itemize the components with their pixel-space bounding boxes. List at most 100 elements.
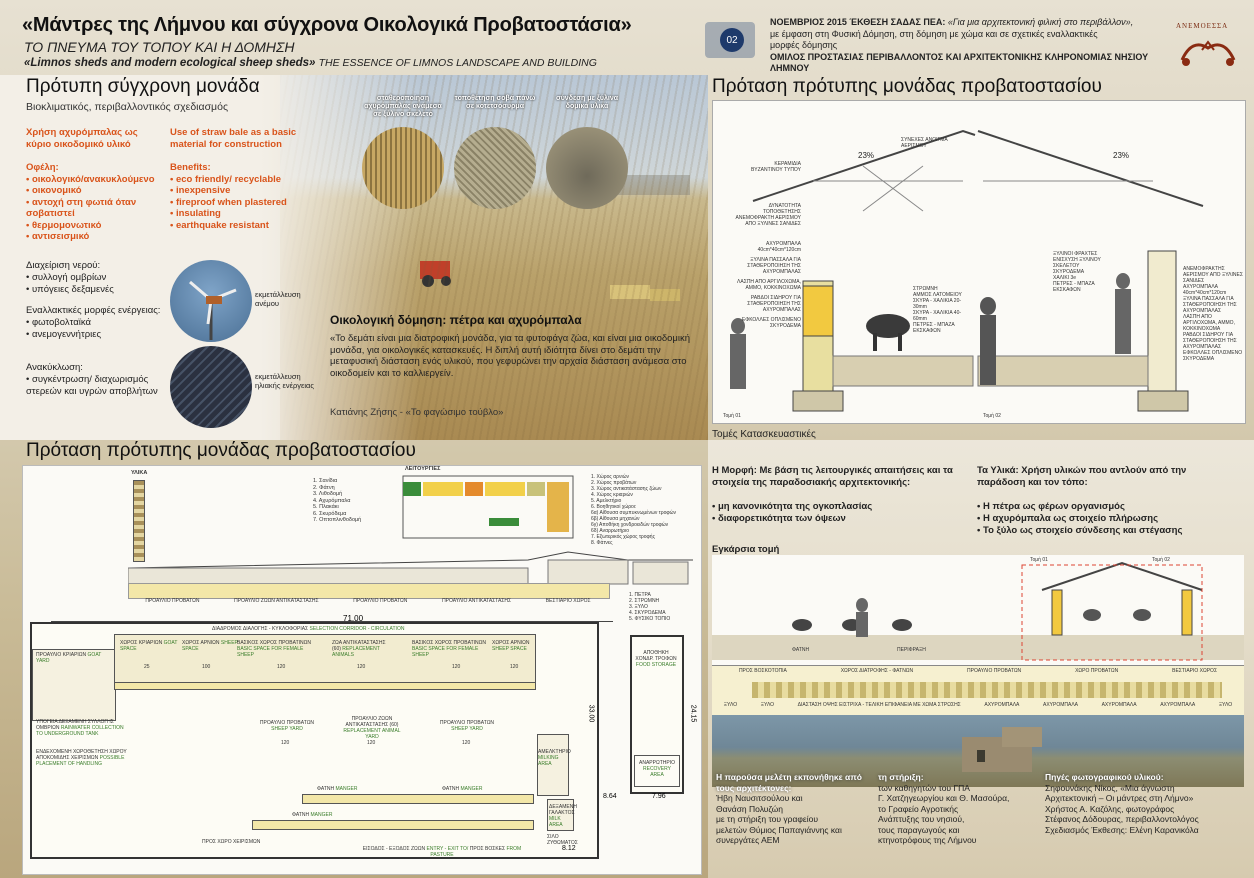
poster-title: «Μάντρες της Λήμνου και σύγχρονα Οικολογ… [22, 14, 632, 36]
room-label-4: ΖΩΑ ΑΝΤΙΚΑΤΑΣΤΑΣΗΣ (60) REPLACEMENT ANIM… [332, 640, 386, 658]
straw-gr: Χρήση αχυρόμπαλας ως κύριο οικοδομικό υλ… [26, 127, 138, 150]
roof-angle-left: 23% [858, 151, 875, 160]
section-labels-mid: ΣΤΡΩΜΝΗ ΑΜΜΟΣ ΛΑΤΟΜΕΙΟΥ ΣΚΥΡΑ - ΧΑΛΙΚΙΑ … [913, 286, 962, 334]
ecological-building-title: Οικολογική δόμηση: πέτρα και αχυρόμπαλα [330, 313, 582, 327]
manger-label-3: ΦΑΤΝΗ MANGER [442, 786, 483, 792]
room-count-3: 120 [277, 664, 286, 670]
manger-2 [252, 820, 534, 830]
to-handling-label: ΠΡΟΣ ΧΩΡΟ ΧΕΙΡΙΣΜΩΝ [202, 839, 261, 845]
room-count-6: 120 [510, 664, 519, 670]
solar-caption: εκμετάλλευση ηλιακής ενέργειας [255, 372, 314, 390]
yard-label-3: ΠΡΟΑΥΛΙΟ ΠΡΟΒΑΤΩΝ SHEEP YARD [439, 720, 495, 732]
straw-en: Use of straw bale as a basic material fo… [170, 127, 297, 150]
functions-plan [402, 475, 574, 539]
wind-caption: εκμετάλλευση ανέμου [255, 290, 301, 308]
section-labels-far: ΑΝΕΜΟΦΡΑΚΤΗΣ ΑΕΡΙΣΜΟΥ ΑΠΟ ΞΥΛΙΝΕΣ ΣΑΝΙΔΕ… [1183, 266, 1243, 362]
wood-connection-photo [546, 127, 628, 209]
xsec-tomi01: Τομή 01 [1030, 557, 1048, 563]
solar-panel-photo [170, 346, 252, 428]
wind-turbine-photo [170, 260, 252, 342]
functions-label: ΛΕΙΤΟΥΡΓΙΕΣ [405, 466, 441, 472]
construction-sections-drawing: 23% 23% Τομή 01 Τομή 02 ΚΕΡΑΜΙΔΙΑ ΒΥΖΑΝΤ… [712, 100, 1246, 424]
manger-strip-top [114, 682, 536, 690]
sections-caption: Τομές Κατασκευαστικές [712, 429, 816, 440]
plaster-photo [454, 127, 536, 209]
section-labels-left: ΚΕΡΑΜΙΔΙΑ ΒΥΖΑΝΤΙΝΟΥ ΤΥΠΟΥ ΔΥΝΑΤΟΤΗΤΑ ΤΟ… [735, 161, 801, 329]
xsec-tomi02: Τομή 02 [1152, 557, 1170, 563]
room-label-6: ΧΩΡΟΣ ΑΡΝΙΩΝ SHEEP SPACE [492, 640, 530, 652]
benefits-gr-list: Οφέλη: • οικολογικό/ανακυκλούμενο • οικο… [26, 162, 155, 242]
materials-key: 1. ΠΕΤΡΑ 2. ΣΤΡΩΜΝΗ 3. ΞΥΛΟ 4. ΣΚΥΡΟΔΕΜΑ… [629, 592, 671, 622]
left-panel-title: Πρότυπη σύγχρονη μονάδα [26, 76, 260, 97]
energy-forms: Εναλλακτικές μορφές ενέργειας: • φωτοβολ… [26, 305, 161, 340]
ecological-building-text: «Το δεμάτι είναι μια διατροφική μονάδα, … [330, 333, 691, 379]
room-label-2: ΧΩΡΟΣ ΑΡΝΙΩΝ SHEEP SPACE [182, 640, 238, 652]
page-number-badge: 02 [720, 28, 744, 52]
left-panel-subtitle: Βιοκλιματικός, περιβαλλοντικός σχεδιασμό… [26, 101, 229, 113]
materials-band [128, 583, 610, 599]
plan-strip: ΠΡΟΣ ΒΟΣΚΟΤΟΠΙΑ ΧΩΡΟΣ ΔΙΑΤΡΟΦΗΣ - ΦΑΤΝΩΝ… [712, 665, 1244, 717]
logo-text: ΑΝΕΜΟΕΣΣΑ [1176, 22, 1229, 30]
room-label-3: ΒΑΣΙΚΟΣ ΧΩΡΟΣ ΠΡΟΒΑΤΙΝΩΝ BASIC SPACE FOR… [237, 640, 312, 658]
form-section: Η Μορφή: Με βάση τις λειτουργικές απαιτή… [712, 465, 953, 524]
plan-strip-top-labels: ΠΡΟΣ ΒΟΣΚΟΤΟΠΙΑ ΧΩΡΟΣ ΔΙΑΤΡΟΦΗΣ - ΦΑΤΝΩΝ… [738, 668, 1218, 674]
recovery-room [634, 755, 680, 787]
dimension-a: 8.64 [603, 793, 617, 800]
cross-section-drawing: Τομή 01 Τομή 02 ΦΑΤΝΗ ΠΕΡΙΦΡΑΞΗ [712, 555, 1244, 665]
milk-tank [547, 799, 574, 831]
goat-yard-label: ΠΡΟΑΥΛΙΟ ΚΡΙΑΡΙΩΝ GOAT YARD [36, 652, 102, 664]
room-count-1: 25 [144, 664, 150, 670]
milk-label: ΔΕΞΑΜΕΝΗ ΓΑΛΑΚΤΟΣ MILK AREA [549, 804, 577, 828]
elevation-drawing [128, 551, 693, 585]
manger-1 [302, 794, 534, 804]
milking-area [537, 734, 569, 796]
recovery-label: ΑΝΑΡΡΩΤΗΡΙΟ RECOVERY AREA [639, 760, 675, 778]
poster-title-en: «Limnos sheds and modern ecological shee… [24, 57, 597, 69]
room-goat [32, 649, 116, 721]
yard-count-3: 120 [462, 740, 471, 746]
straw-frame-photo [362, 127, 444, 209]
benefits-en-list: Benefits: • eco friendly/ recyclable • i… [170, 162, 287, 231]
section-label-vent: ΣΥΝΕΧΕΣ ΑΝΟΙΓΜΑ ΑΕΡΙΣΜΟΥ [901, 137, 948, 149]
photo-caption-1: σταθεροποίηση αχυρόμπαλας ανάμεσα σε ξύλ… [364, 95, 442, 118]
dimension-depth: 33.00 [587, 704, 595, 723]
handling-label: ΕΝΔΕΧΟΜΕΝΗ ΧΩΡΟΘΕΤΗΣΗ ΧΩΡΟΥ ΑΠΟΚΟΜΙΔΗΣ Χ… [36, 749, 127, 767]
photo-caption-2: τοποθέτηση σοβά πάνω σε κοτετσόσυρμα [454, 95, 536, 110]
credits-photo-sources: Πηγές φωτογραφικού υλικού: Σηφουνάκης Νί… [1045, 772, 1199, 835]
poster-subtitle-gr: ΤΟ ΠΝΕΥΜΑ ΤΟΥ ΤΟΠΟΥ ΚΑΙ Η ΔΟΜΗΣΗ [24, 39, 295, 55]
materials-list: 1. Σανίδια 2. Φάτνη 3. Λιθοδομή 4. Αχυρό… [313, 478, 362, 523]
elevation-strip-labels: ΠΡΟΑΥΛΙΟ ΠΡΟΒΑΤΩΝ ΠΡΟΑΥΛΙΟ ΖΩΩΝ ΑΝΤΙΚΑΤΑ… [145, 598, 591, 604]
dimension-line [51, 621, 613, 622]
materials-label: ΥΛΙΚΑ [131, 470, 148, 476]
room-count-4: 120 [357, 664, 366, 670]
recycling: Ανακύκλωση: • συγκέντρωση/ διαχωρισμός σ… [26, 362, 158, 397]
xsec-fence-label: ΠΕΡΙΦΡΑΞΗ [897, 647, 926, 653]
exhibition-info: ΝΟΕΜΒΡΙΟΣ 2015 ΈΚΘΕΣΗ ΣΑΔΑΣ ΠΕΑ: «Για μι… [770, 17, 1149, 73]
materials-section: Τα Υλικά: Χρήση υλικών που αντλούν από τ… [977, 465, 1187, 536]
plan-strip-bottom-labels: ΞΥΛΟ ΞΥΛΟ ΔΙΑΣΤΑΣΗ ΟΨΗΣ ΕΙΣΤΡΙΧΑ - ΤΕΛΙΚ… [723, 702, 1233, 708]
room-label-5: ΒΑΣΙΚΟΣ ΧΩΡΟΣ ΠΡΟΒΑΤΙΝΩΝ BASIC SPACE FOR… [412, 640, 487, 658]
tank-label: ΥΠΟΓΕΙΑ ΔΕΞΑΜΕΝΗ ΣΥΛΛΟΓΗΣ ΟΜΒΡΙΩΝ RAINWA… [36, 719, 124, 737]
yard-label-1: ΠΡΟΑΥΛΙΟ ΠΡΟΒΑΤΩΝ SHEEP YARD [259, 720, 315, 732]
anemoessa-logo [1180, 40, 1236, 66]
food-storage-label: ΑΠΟΘΗΚΗ ΧΟΝΔΡ. ΤΡΟΦΩΝ FOOD STORAGE [635, 650, 677, 668]
quote-source: Κατιάνης Ζήσης - «Το φαγώσιμο τούβλο» [330, 407, 504, 418]
section-labels-right: ΞΥΛΙΝΟΙ ΦΡΑΧΤΕΣ ΕΝΙΣΧΥΣΗ ΞΥΛΙΝΟΥ ΣΚΕΛΕΤΟ… [1053, 251, 1101, 293]
water-management: Διαχείριση νερού: • συλλογή ομβρίων • υπ… [26, 260, 114, 295]
entry-exit-label: ΕΙΣΟΔΟΣ - ΕΞΟΔΟΣ ΖΩΩΝ ENTRY - EXIT TO/ Π… [362, 846, 522, 858]
cross-section-title: Εγκάρσια τομή [712, 544, 780, 555]
functions-list: 1. Χώρος αρνιών 2. Χώρος προβάτων 3. Χώρ… [591, 474, 676, 546]
wall-detail [133, 480, 145, 562]
credits-support: τη στήριξη: των καθηγητών του ΓΠΑ Γ. Χατ… [878, 772, 1010, 845]
bottom-panel-title: Πρόταση πρότυπης μονάδας προβατοστασίου [26, 440, 416, 461]
yard-count-2: 120 [367, 740, 376, 746]
plan-strip-band [752, 682, 1222, 698]
section-01-label: Τομή 01 [723, 413, 741, 419]
manger-label-2: ΦΑΤΝΗ MANGER [292, 812, 333, 818]
dimension-right: 24.15 [689, 704, 697, 723]
dimension-total: 71.00 [343, 614, 364, 623]
silo-label: ΣΙΛΟ ΖΥΘΩΜΑΤΟΣ [547, 834, 578, 846]
manger-label-1: ΦΑΤΝΗ MANGER [317, 786, 358, 792]
xsec-manger-label: ΦΑΤΝΗ [792, 647, 810, 653]
milking-label: ΑΜΕΛΚΤΗΡΙΟ MILKING AREA [538, 749, 571, 767]
